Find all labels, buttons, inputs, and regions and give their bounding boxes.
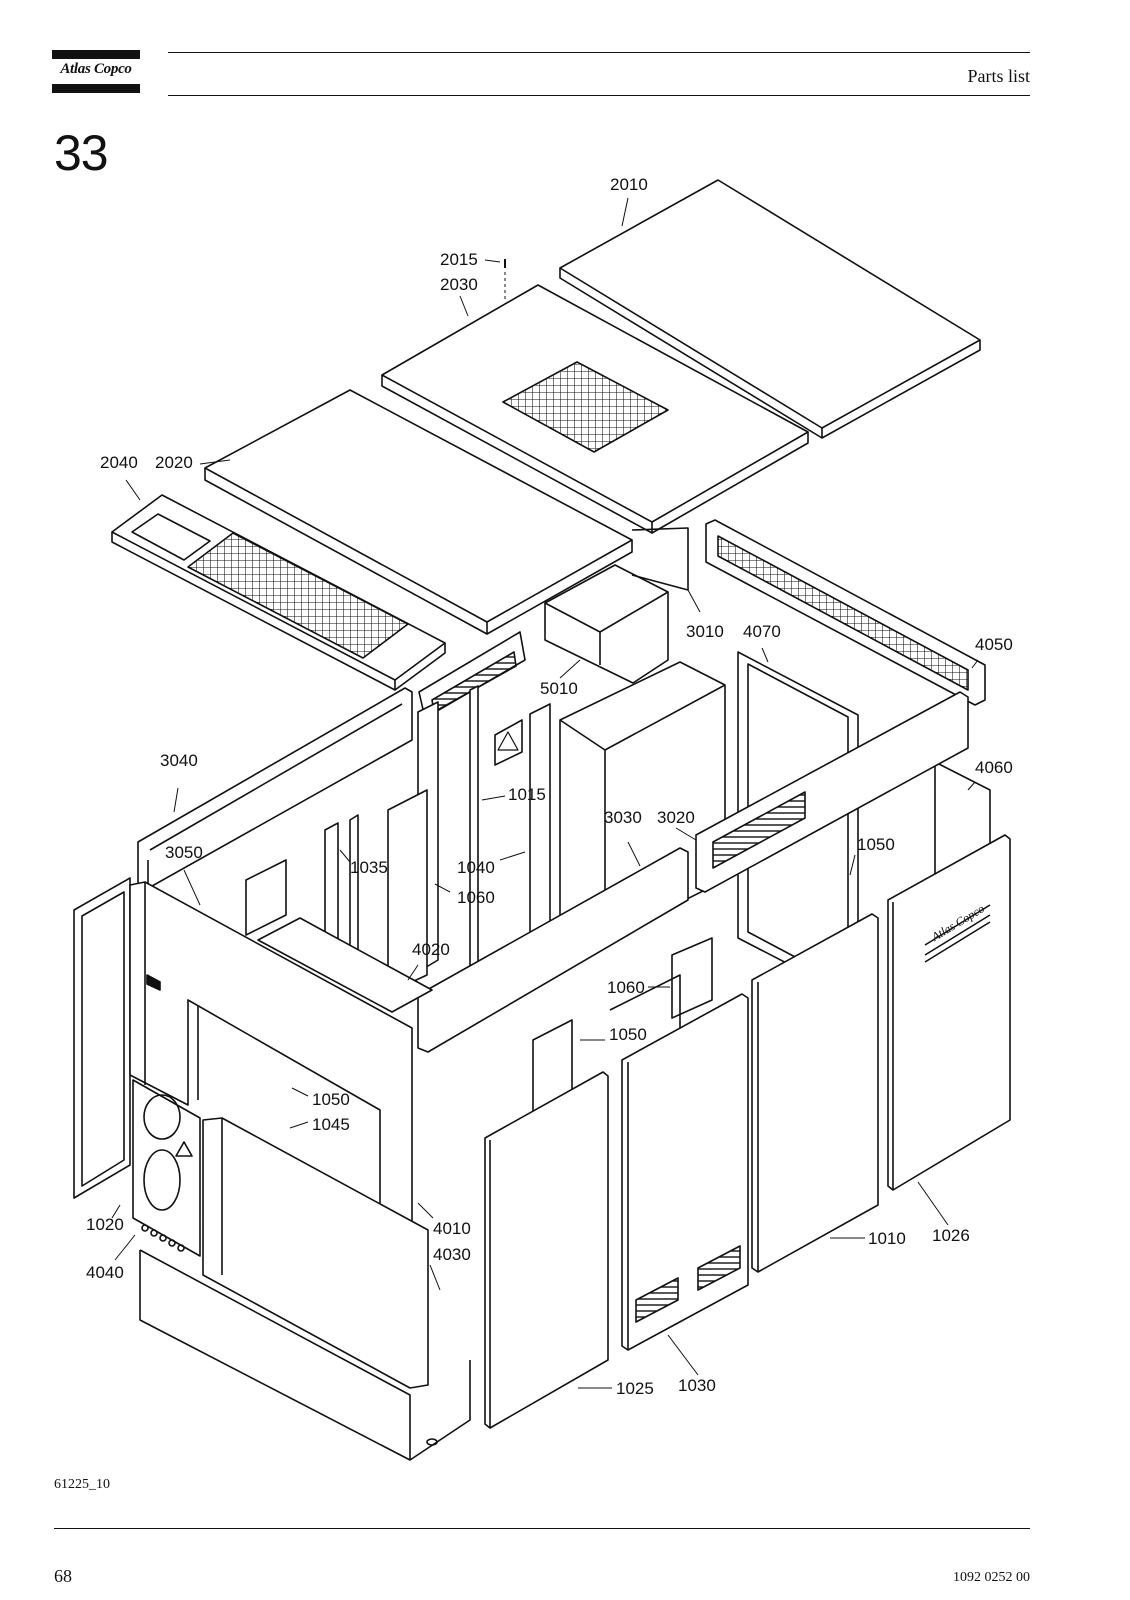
front-frame — [129, 881, 413, 1226]
callout-3030: 3030 — [604, 808, 642, 827]
callout-3010: 3010 — [686, 622, 724, 641]
callout-1030: 1030 — [678, 1376, 716, 1395]
callout-1035: 1035 — [350, 858, 388, 877]
header-rule-bottom — [168, 95, 1030, 96]
roof-panel-2030 — [381, 284, 809, 534]
callout-labels: 2010 2015 2030 2040 2020 3010 4070 4050 … — [86, 175, 1013, 1398]
logo-bar-bottom — [52, 84, 140, 93]
callout-3040: 3040 — [160, 751, 198, 770]
door-1030 — [621, 993, 749, 1351]
callout-4020: 4020 — [412, 940, 450, 959]
logo-wordmark: Atlas Copco — [60, 61, 132, 77]
callout-4010: 4010 — [433, 1219, 471, 1238]
logo-bar-top — [52, 50, 140, 59]
callout-1025: 1025 — [616, 1379, 654, 1398]
callout-1060-lower: 1060 — [607, 978, 645, 997]
roof-panel-2020 — [204, 389, 633, 635]
callout-3020: 3020 — [657, 808, 695, 827]
callout-4030: 4030 — [433, 1245, 471, 1264]
beam-3020 — [695, 691, 969, 893]
callout-1020: 1020 — [86, 1215, 124, 1234]
door-1010 — [751, 913, 879, 1273]
callout-1015: 1015 — [508, 785, 546, 804]
callout-1050-right: 1050 — [857, 835, 895, 854]
footer-rule — [54, 1528, 1030, 1529]
callout-1010: 1010 — [868, 1229, 906, 1248]
callout-1050-left: 1050 — [312, 1090, 350, 1109]
inner-uprights — [245, 685, 713, 1115]
callout-4040: 4040 — [86, 1263, 124, 1282]
callout-2010: 2010 — [610, 175, 648, 194]
callout-1026: 1026 — [932, 1226, 970, 1245]
rear-grille-4050 — [705, 519, 986, 706]
side-frame-3040 — [137, 631, 526, 891]
document-number: 1092 0252 00 — [953, 1570, 1030, 1585]
callout-5010: 5010 — [540, 679, 578, 698]
callout-4070: 4070 — [743, 622, 781, 641]
callout-3050: 3050 — [165, 843, 203, 862]
callout-4050: 4050 — [975, 635, 1013, 654]
callout-2015: 2015 — [440, 250, 478, 269]
callout-1040: 1040 — [457, 858, 495, 877]
page-number: 68 — [54, 1566, 72, 1586]
door-1025 — [484, 1071, 609, 1429]
door-1026: Atlas Copco — [887, 834, 1011, 1191]
side-panel-1020 — [73, 877, 131, 1199]
section-title: Parts list — [967, 66, 1030, 86]
callout-4060: 4060 — [975, 758, 1013, 777]
callout-2020: 2020 — [155, 453, 193, 472]
duct-3010 — [544, 527, 689, 684]
leader-lines — [111, 197, 979, 1389]
roof-grille-2040 — [111, 494, 446, 691]
callout-1060-upper: 1060 — [457, 888, 495, 907]
figure-id: 61225_10 — [54, 1477, 110, 1492]
header-rule-top — [168, 52, 1030, 53]
base-frame — [139, 1249, 471, 1461]
callout-2030: 2030 — [440, 275, 478, 294]
section-number: 33 — [54, 125, 109, 181]
callout-1050-center: 1050 — [609, 1025, 647, 1044]
callout-1045: 1045 — [312, 1115, 350, 1134]
roof-panel-2010 — [559, 179, 981, 439]
panel-4030 — [202, 1117, 429, 1389]
callout-2040: 2040 — [100, 453, 138, 472]
control-box-4040 — [132, 1079, 201, 1257]
atlas-copco-logo: Atlas Copco — [52, 50, 140, 94]
beam-4020 — [257, 847, 689, 1053]
